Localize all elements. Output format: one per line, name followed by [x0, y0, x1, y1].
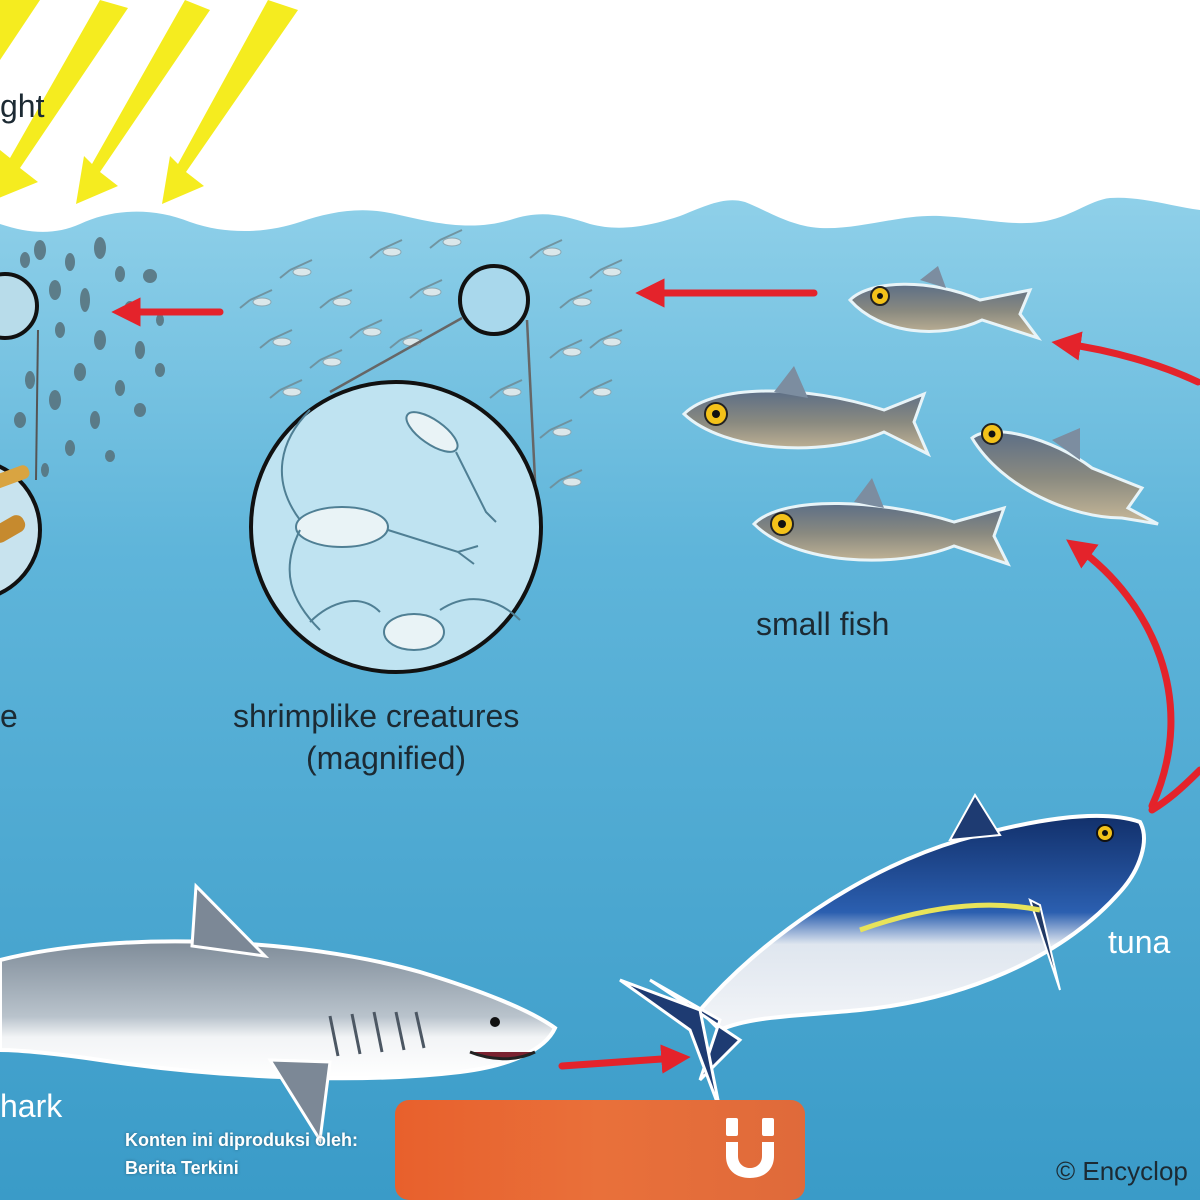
- small-fish-1: [847, 266, 1043, 341]
- label-sunlight: ght: [0, 88, 45, 124]
- arrow-right-edge-lower: [1148, 766, 1200, 814]
- producer-line-1: Konten ini diproduksi oleh:: [125, 1130, 358, 1150]
- tuna-fish: [619, 793, 1146, 1111]
- plankton-magnifier-small: [0, 272, 39, 340]
- producer-line-2: Berita Terkini: [125, 1158, 239, 1178]
- sunlight-rays: [0, 0, 298, 204]
- label-magnified: (magnified): [306, 740, 467, 776]
- small-fish-group: [681, 266, 1159, 567]
- label-shark: hark: [0, 1088, 63, 1124]
- plankton-cluster: [14, 237, 165, 477]
- content-producer-note: Konten ini diproduksi oleh: Berita Terki…: [125, 1126, 358, 1182]
- plankton-magnified-cells: [0, 465, 30, 543]
- food-chain-arrows: [111, 278, 1200, 1074]
- label-tuna: tuna: [1108, 924, 1171, 960]
- shrimp-magnified-drawings: [280, 409, 521, 651]
- arrow-shark-to-tuna: [558, 1044, 691, 1074]
- label-shrimplike-creatures: shrimplike creatures: [233, 698, 520, 734]
- label-plankton: e: [0, 698, 18, 734]
- shrimp-magnifier-small: [458, 264, 530, 336]
- shrimp-swarm: [239, 229, 623, 489]
- copyright-credit: © Encyclop: [1056, 1156, 1188, 1186]
- small-fish-2: [681, 366, 932, 458]
- small-fish-3: [970, 423, 1159, 526]
- small-fish-4: [751, 478, 1011, 567]
- arrow-tuna-to-fish: [1066, 539, 1175, 810]
- label-small-fish: small fish: [756, 606, 890, 642]
- arrow-right-edge-to-fish: [1051, 331, 1200, 386]
- u-logo-icon: [726, 1118, 774, 1178]
- shark: [0, 882, 558, 1145]
